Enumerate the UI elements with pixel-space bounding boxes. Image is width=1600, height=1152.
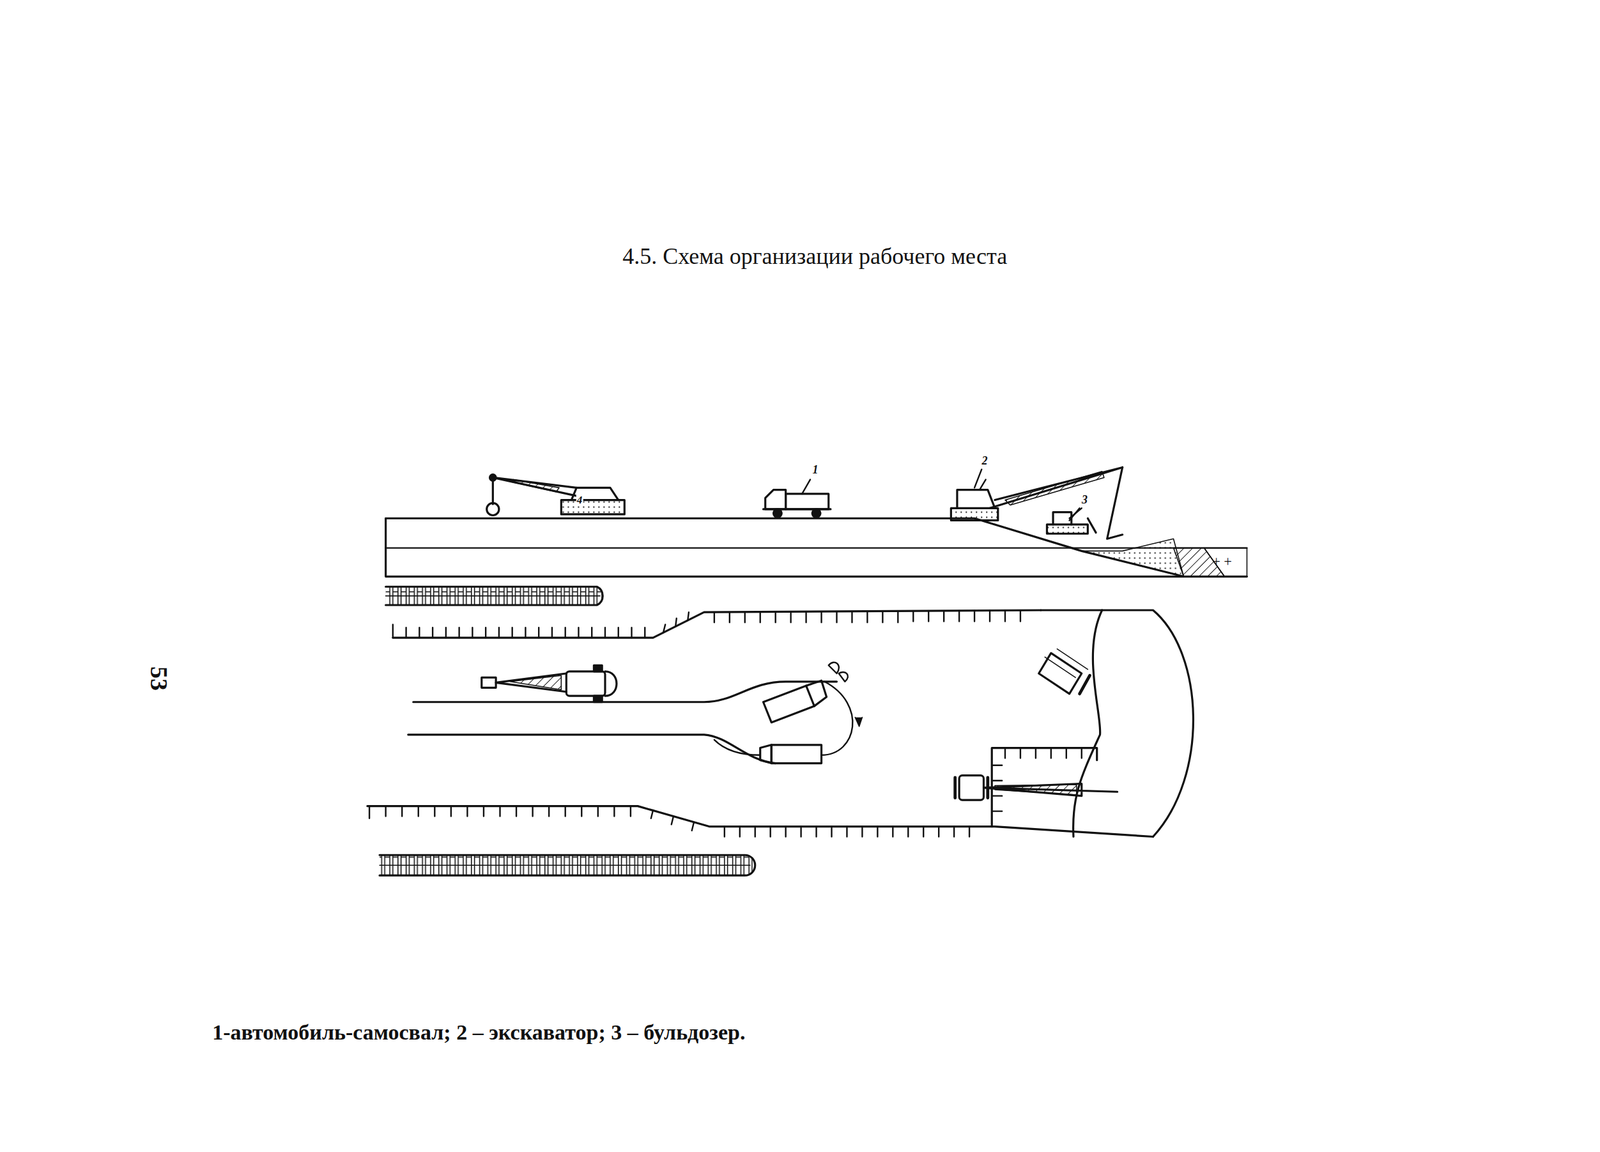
excavator-plan <box>955 775 1118 800</box>
dump-truck-plan <box>714 662 863 764</box>
bulldozer-elevation <box>1046 507 1096 534</box>
excavation-edge <box>392 610 1041 638</box>
rail-track <box>385 586 604 606</box>
face-boundary <box>1040 610 1194 838</box>
svg-text:+ +: + + <box>1212 553 1232 570</box>
bulldozer-plan <box>1038 649 1091 694</box>
crane-elevation <box>486 474 625 516</box>
road-section: + + <box>385 518 1248 577</box>
haul-road <box>408 681 838 764</box>
figure-title: 4.5. Схема организации рабочего места <box>622 244 1008 271</box>
dump-truck-elevation <box>763 490 831 518</box>
figure-caption: 1-автомобиль-самосвал; 2 – экскаватор; 3… <box>212 1020 746 1045</box>
page-number: 53 <box>145 665 172 692</box>
excavation-edge <box>367 748 1154 838</box>
callout-number: 2 <box>981 454 989 468</box>
excavator-elevation <box>950 467 1123 539</box>
callout-number: 1 <box>811 463 819 477</box>
leader-line <box>801 469 1080 521</box>
crane-plan <box>481 665 617 702</box>
rail-track <box>379 854 756 876</box>
callout-number: 3 <box>1081 493 1089 507</box>
callout-number: 4 <box>576 493 584 507</box>
